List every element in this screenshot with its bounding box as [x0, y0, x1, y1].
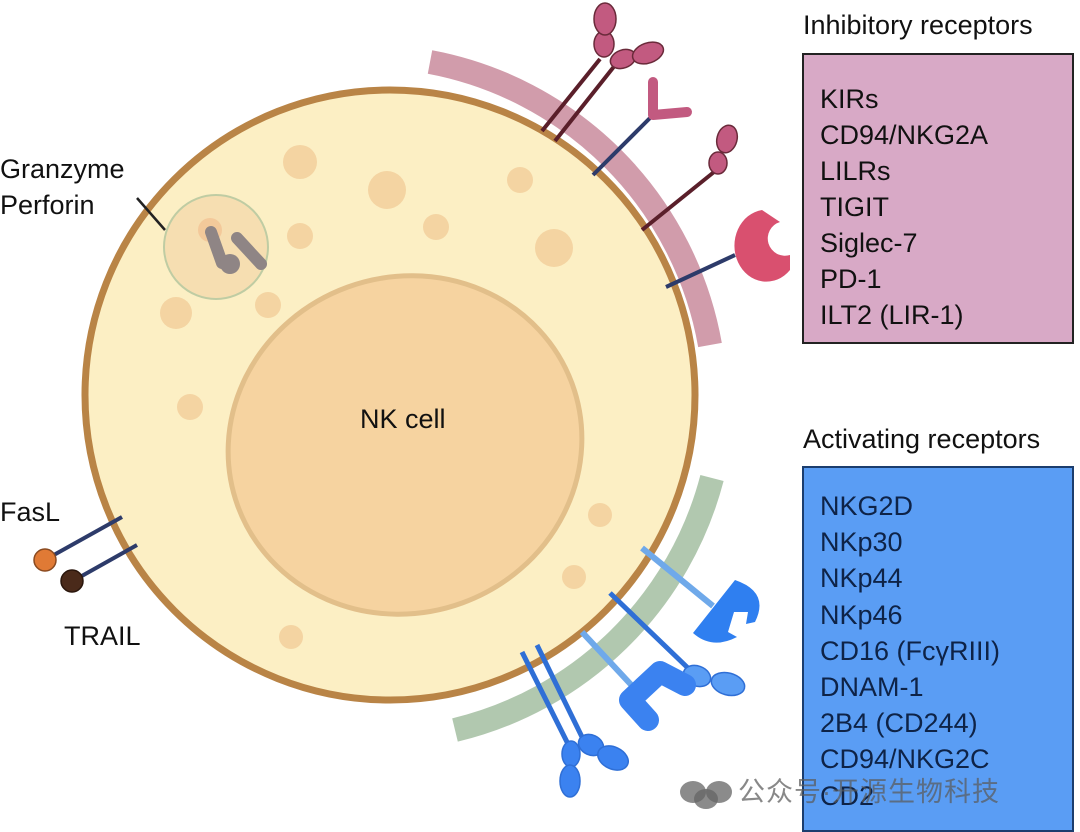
receptor-item: NKp44: [820, 563, 903, 594]
perforin-label: Perforin: [0, 190, 95, 220]
inhibitory-zone-arc: [427, 50, 722, 348]
inhibitory-receptors: [540, 2, 790, 289]
activating-receptor-4: [519, 650, 581, 798]
receptor-item: NKG2D: [820, 491, 914, 521]
vesicle: [507, 167, 533, 193]
c-shaped-ligand-icon: [693, 580, 760, 643]
receptor-item: DNAM-1: [820, 672, 924, 703]
activating-receptor-5: [534, 643, 629, 771]
vesicle: [287, 223, 313, 249]
cell-label: NK cell: [360, 404, 446, 434]
activating-receptor-1: [640, 545, 760, 643]
fasl-ligand: [33, 515, 123, 572]
inhibitory-receptor-2: [553, 41, 665, 143]
vesicle: [255, 292, 281, 318]
fasl-label: FasL: [0, 497, 61, 527]
vesicle: [177, 394, 203, 420]
inhibitory-panel-title: Inhibitory receptors: [803, 10, 1033, 40]
receptor-item: NKp30: [820, 527, 903, 558]
vesicle: [535, 229, 573, 267]
vesicle: [368, 171, 406, 209]
receptor-item: CD94/NKG2C: [820, 744, 990, 775]
trail-ligand: [60, 543, 138, 593]
activating-receptors: [519, 545, 760, 798]
receptor-item: PD-1: [820, 264, 882, 294]
pacman-ligand-icon: [734, 210, 790, 282]
activating-zone-arc: [452, 474, 724, 742]
receptor-item: TIGIT: [820, 192, 889, 222]
bracket-ligand-icon: [619, 661, 696, 731]
receptor-item: Siglec-7: [820, 228, 918, 258]
receptor-item: ILT2 (LIR-1): [820, 300, 964, 330]
wechat-icon: [680, 779, 734, 809]
trail-label: TRAIL: [64, 621, 141, 651]
watermark: 公众号·开源生物科技: [680, 770, 1000, 809]
granzyme-label: Granzyme: [0, 154, 125, 184]
inhibitory-receptor-y-shaped: [591, 77, 692, 177]
activating-receptor-2: [608, 591, 746, 697]
inhibitory-receptor-3: [640, 124, 739, 232]
inhibitory-receptor-pd1: [665, 210, 790, 289]
vesicle: [423, 214, 449, 240]
fasl-icon: [33, 548, 57, 572]
vesicle: [283, 145, 317, 179]
activating-receptor-3: [579, 629, 696, 731]
vesicles: [160, 145, 612, 649]
vesicle: [160, 297, 192, 329]
trail-icon: [60, 569, 84, 593]
nucleus: [225, 273, 585, 617]
vesicle: [279, 625, 303, 649]
vesicle: [562, 565, 586, 589]
receptor-item: NKp46: [820, 599, 903, 630]
inhibitory-receptor-1: [540, 2, 617, 133]
granzyme-perforin-granule: [163, 194, 269, 300]
receptor-item: KIRs: [820, 84, 879, 114]
watermark-text: 公众号·开源生物科技: [738, 777, 1000, 807]
granule-pointer-line: [136, 197, 166, 231]
receptor-item: LILRs: [820, 156, 891, 186]
activating-receptor-list: NKG2D NKp30 NKp44 NKp46 CD16 (FcγRIII) D…: [802, 466, 1074, 832]
receptor-item: CD2: [820, 780, 875, 811]
receptor-item: CD16 (FcγRIII): [820, 635, 1001, 666]
activating-panel-title: Activating receptors: [803, 424, 1041, 454]
vesicle: [588, 503, 612, 527]
receptor-item: CD94/NKG2A: [820, 120, 989, 150]
receptor-item: 2B4 (CD244): [820, 708, 978, 739]
inhibitory-receptor-list: KIRs CD94/NKG2A LILRs TIGIT Siglec-7 PD-…: [802, 53, 1074, 344]
